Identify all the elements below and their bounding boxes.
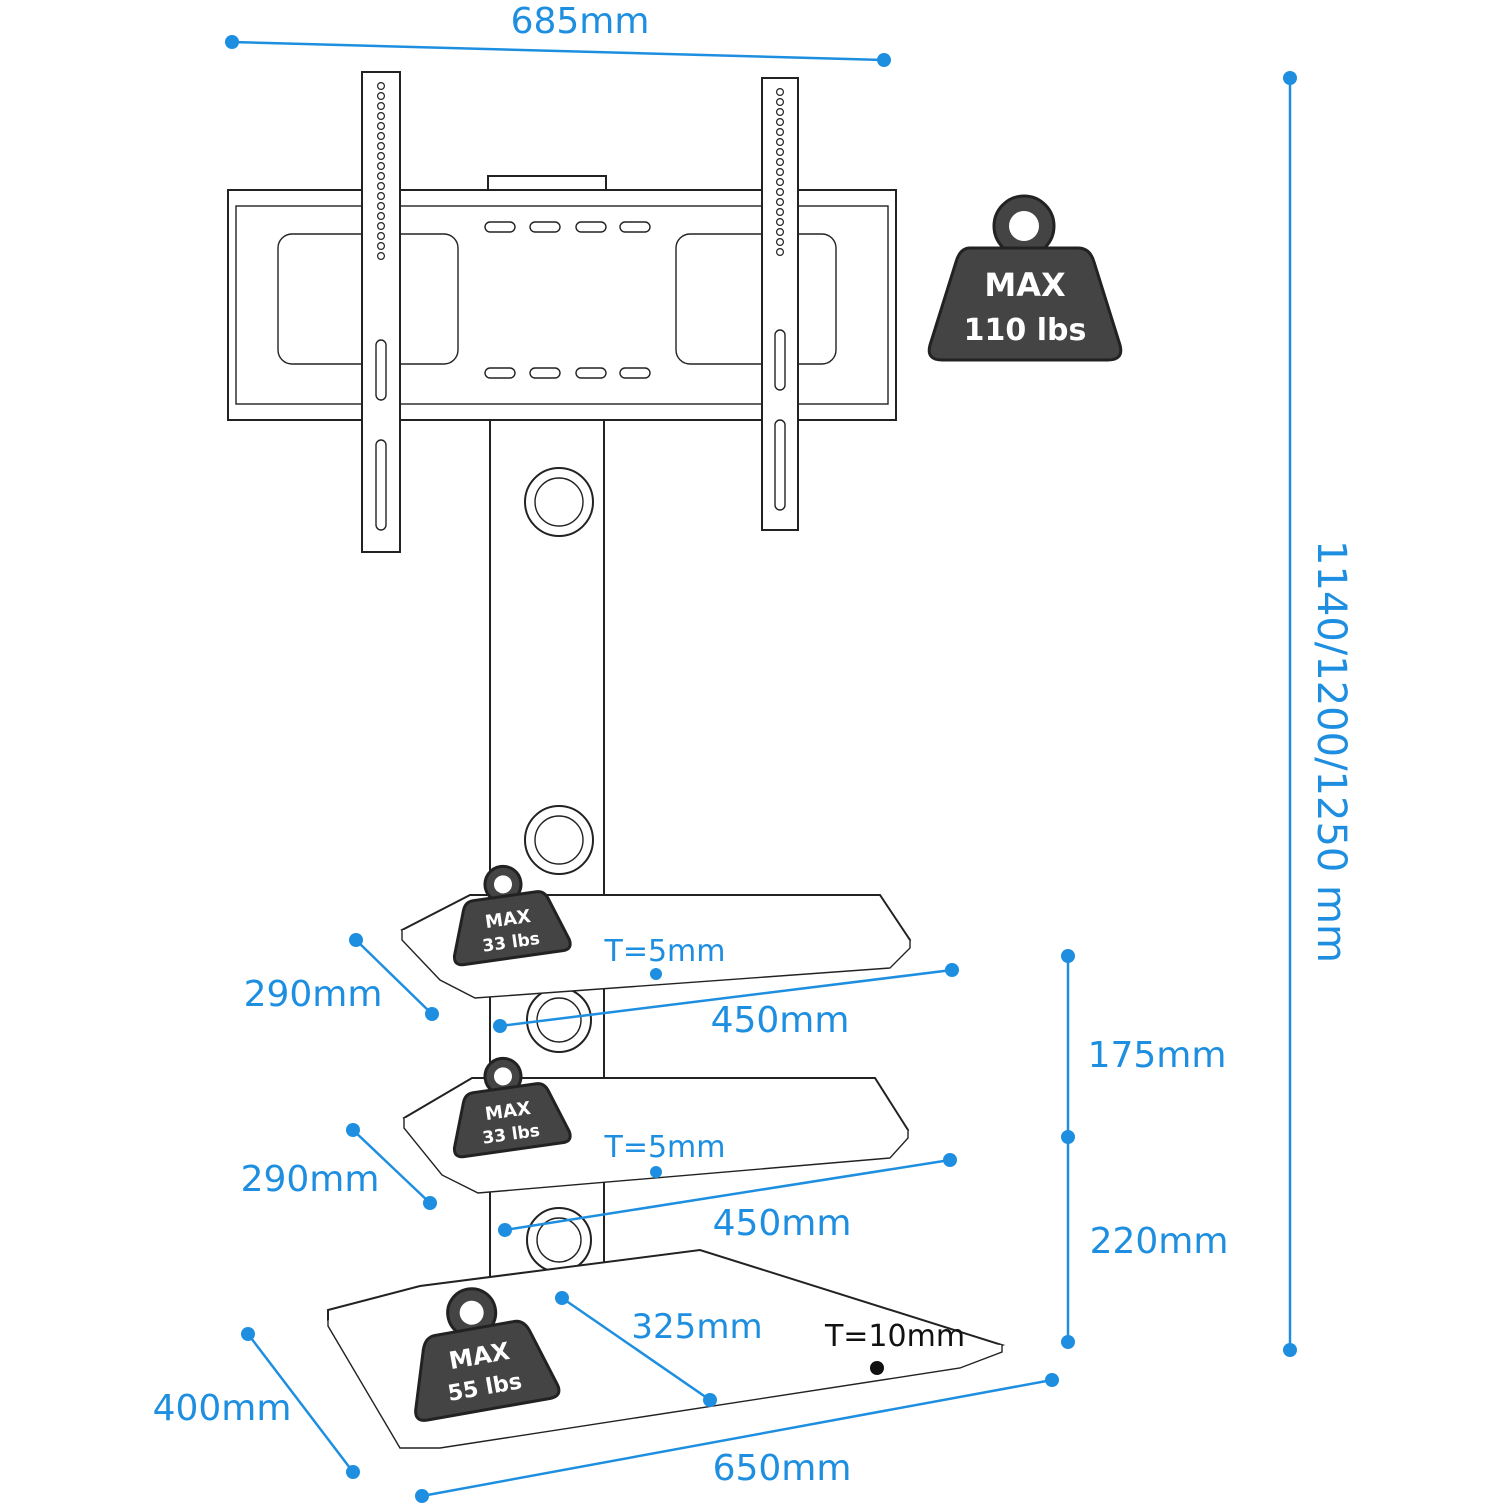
dimension-lines (225, 35, 1297, 1503)
mount-hole (377, 162, 386, 171)
mount-hole (775, 117, 784, 126)
dim-overall-height (1283, 71, 1297, 1357)
mount-hole (377, 202, 386, 211)
dim-shelf2-width (498, 1153, 957, 1237)
tv-stand-drawing (227, 71, 1006, 1449)
dimension-labels: 685mm 1140/1200/1250 mm 290mm T=5mm 450m… (153, 1, 1354, 1489)
dim-base-depth (241, 1327, 360, 1479)
weight-badge-tv-mount: MAX 110 lbs (927, 194, 1123, 362)
dim-overall-width (225, 35, 891, 67)
mount-hole (377, 222, 386, 231)
mount-hole (775, 148, 784, 157)
cable-hole-middle (524, 805, 594, 875)
tv-mount-bracket (227, 71, 897, 553)
mount-hole (775, 158, 784, 167)
dim-shelf-gaps (1061, 949, 1075, 1349)
mount-hole (775, 228, 784, 237)
dim-shelf1-width (493, 963, 959, 1033)
dim-shelf1-depth (349, 933, 439, 1021)
label-shelf2-thickness: T=5mm (604, 1130, 726, 1165)
label-shelf1-depth: 290mm (244, 974, 383, 1015)
mount-hole (775, 138, 784, 147)
mount-hole (377, 242, 386, 251)
dim-base-width (415, 1373, 1059, 1503)
label-shelf-gap-lower: 220mm (1090, 1221, 1229, 1262)
label-base-offset: 325mm (631, 1307, 762, 1347)
label-shelf-gap-upper: 175mm (1088, 1035, 1227, 1076)
dim-shelf2-depth (346, 1123, 437, 1210)
mount-hole (775, 178, 784, 187)
weight-badge-base: MAX 55 lbs (414, 1287, 561, 1422)
base-thickness-marker (870, 1361, 884, 1375)
dim-base-offset (555, 1291, 717, 1407)
label-overall-height: 1140/1200/1250 mm (1308, 540, 1354, 963)
mount-hole (775, 208, 784, 217)
mount-hole (377, 101, 386, 110)
mount-hole (377, 232, 386, 241)
mount-hole (775, 188, 784, 197)
badge-tv-value: 110 lbs (964, 313, 1087, 348)
cable-hole-top (524, 467, 594, 537)
mount-hole (775, 218, 784, 227)
label-base-width: 650mm (713, 1448, 852, 1489)
mount-holes-left (377, 81, 386, 261)
mount-hole (377, 81, 386, 90)
mount-hole (377, 121, 386, 130)
mount-hole (377, 182, 386, 191)
mount-hole (775, 168, 784, 177)
weight-badge-shelf-upper: MAX 33 lbs (452, 864, 572, 967)
badge-tv-label: MAX (984, 266, 1066, 304)
mount-hole (377, 192, 386, 201)
mount-hole (377, 91, 386, 100)
mount-hole (775, 248, 784, 257)
label-shelf1-thickness: T=5mm (604, 934, 726, 969)
mount-hole (775, 107, 784, 116)
label-base-thickness: T=10mm (824, 1319, 965, 1354)
weight-badge-shelf-lower: MAX 33 lbs (452, 1056, 572, 1159)
label-shelf2-width: 450mm (713, 1203, 852, 1244)
mount-hole (775, 87, 784, 96)
mount-hole (377, 111, 386, 120)
label-shelf2-depth: 290mm (241, 1159, 380, 1200)
mount-hole (775, 238, 784, 247)
mount-hole (775, 198, 784, 207)
mount-hole (775, 97, 784, 106)
mount-hole (377, 152, 386, 161)
mount-hole (775, 128, 784, 137)
mount-hole (377, 132, 386, 141)
mount-hole (377, 142, 386, 151)
mount-hole (377, 172, 386, 181)
mount-hole (377, 212, 386, 221)
label-base-depth: 400mm (153, 1388, 292, 1429)
label-overall-width: 685mm (511, 1, 650, 42)
mount-holes-right (775, 87, 784, 257)
label-shelf1-width: 450mm (711, 1000, 850, 1041)
cable-hole-shelf-gap (526, 987, 592, 1053)
mount-hole (377, 252, 386, 261)
